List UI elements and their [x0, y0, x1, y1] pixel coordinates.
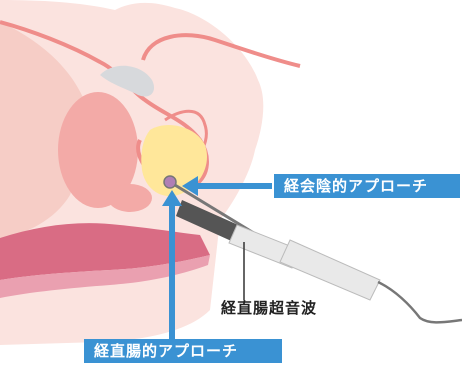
- transrectal-label: 経直腸的アプローチ: [84, 339, 282, 363]
- needle-tip: [164, 176, 176, 188]
- seminal-gland: [108, 184, 152, 212]
- transperineal-label: 経会陰的アプローチ: [274, 174, 460, 198]
- probe-icon: [176, 200, 462, 322]
- probe-label: 経直腸超音波: [221, 298, 317, 318]
